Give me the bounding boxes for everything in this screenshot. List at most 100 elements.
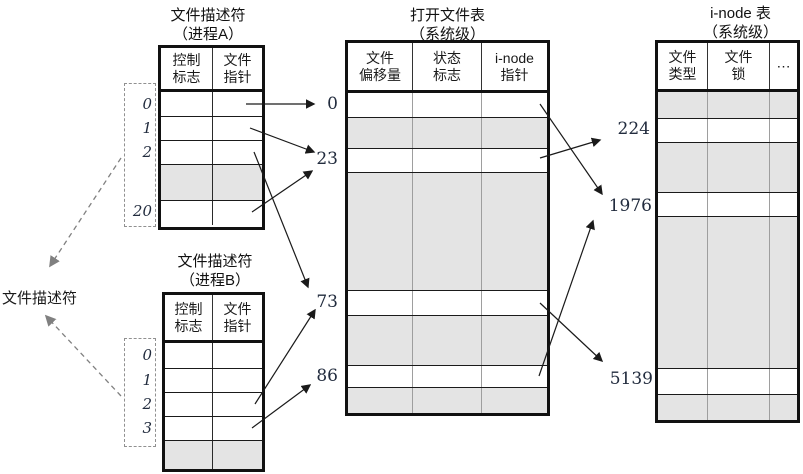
header-text: 指针 [500, 66, 529, 83]
table-cell [161, 117, 213, 140]
table-row [658, 142, 797, 192]
fd-index: 0 [142, 95, 152, 113]
fd-index: 1 [142, 371, 152, 389]
table-cell [482, 316, 547, 365]
table-cell [161, 165, 213, 200]
table-cell [213, 92, 262, 116]
header-text: 文件 [366, 49, 394, 66]
table-header: 控制 标志 文件 指针 [161, 48, 262, 92]
header-inode-pointer: i-node 指针 [482, 43, 547, 90]
table-cell [165, 393, 213, 416]
table-cell [658, 193, 708, 216]
header-text: 偏移量 [359, 66, 401, 83]
inode-table-title-line2: （系统级） [702, 24, 778, 41]
oft-entry-label: 23 [316, 149, 338, 169]
table-cell [213, 117, 262, 140]
header-text: 锁 [731, 66, 746, 82]
table-cell [165, 441, 213, 469]
table-cell [213, 141, 262, 164]
table-header: 控制 标志 文件 指针 [165, 295, 262, 343]
table-cell [348, 93, 413, 117]
table-cell [213, 393, 262, 416]
table-cell [708, 143, 770, 192]
header-text: 控制 [174, 300, 203, 317]
inode-number-label: 5139 [609, 369, 653, 389]
header-text: i-node [495, 49, 534, 66]
process-b-title-line1: 文件描述符 [177, 253, 253, 270]
table-cell [770, 369, 797, 394]
process-b-title: 文件描述符 （进程B） [140, 252, 290, 290]
table-cell [161, 201, 213, 225]
table-cell [482, 149, 547, 172]
table-cell [482, 388, 547, 413]
table-cell [482, 118, 547, 148]
table-cell [658, 143, 708, 192]
header-text: ⋯ [776, 57, 791, 74]
table-cell [413, 118, 482, 148]
table-cell [658, 395, 708, 420]
table-cell [658, 369, 708, 394]
table-row [161, 140, 262, 164]
table-cell [348, 173, 413, 290]
table-cell [161, 92, 213, 116]
table-cell [770, 193, 797, 216]
table-row [161, 200, 262, 225]
table-cell [770, 119, 797, 142]
table-cell [348, 118, 413, 148]
inode-table: 文件 类型 文件 锁 ⋯ [655, 40, 800, 423]
table-row [165, 392, 262, 416]
header-file-type: 文件 类型 [658, 43, 708, 89]
table-cell [348, 316, 413, 365]
process-a-fd-index-box [124, 83, 156, 227]
table-cell [658, 92, 708, 118]
table-row [658, 216, 797, 368]
table-cell [213, 201, 262, 225]
table-row [658, 394, 797, 420]
header-file-pointer: 文件 指针 [213, 295, 262, 340]
fd-index: 3 [142, 419, 152, 437]
header-text: 标志 [172, 68, 201, 85]
process-a-title: 文件描述符 （进程A） [133, 6, 283, 44]
fd-index: 0 [142, 346, 152, 364]
table-row [161, 92, 262, 116]
header-control-flags: 控制 标志 [165, 295, 213, 340]
table-cell [770, 143, 797, 192]
table-cell [348, 366, 413, 387]
table-cell [658, 119, 708, 142]
table-row [165, 368, 262, 392]
header-control-flags: 控制 标志 [161, 48, 213, 89]
file-descriptor-label: 文件描述符 [2, 290, 78, 307]
table-cell [213, 343, 262, 368]
process-b-fd-table: 控制 标志 文件 指针 [162, 292, 265, 472]
inode-number-label: 224 [617, 119, 650, 139]
table-cell [708, 217, 770, 368]
fd-index: 2 [142, 143, 152, 161]
header-text: 文件 [223, 300, 252, 317]
open-file-table-title-line2: （系统级） [409, 26, 485, 43]
table-row [348, 315, 547, 365]
header-text: 指针 [223, 68, 252, 85]
table-cell [770, 92, 797, 118]
table-cell [413, 388, 482, 413]
table-row [348, 93, 547, 117]
header-text: 类型 [668, 66, 697, 82]
oft-entry-label: 86 [316, 366, 338, 386]
table-cell [413, 316, 482, 365]
table-cell [658, 217, 708, 368]
inode-table-title-line1: i-node 表 [710, 5, 771, 22]
inode-table-title: i-node 表 （系统级） [668, 4, 803, 42]
table-cell [708, 395, 770, 420]
table-row [161, 164, 262, 200]
fd-index: 20 [132, 202, 152, 220]
table-cell [482, 93, 547, 117]
process-a-fd-table: 控制 标志 文件 指针 [158, 45, 265, 230]
dashed-arrow-b-box-to-label [44, 314, 122, 397]
process-a-title-line2: （进程A） [172, 26, 243, 43]
table-cell [708, 119, 770, 142]
table-cell [770, 217, 797, 368]
open-file-table: 文件 偏移量 状态 标志 i-node 指针 [345, 40, 550, 416]
header-text: 文件 [223, 51, 252, 68]
table-row [161, 116, 262, 140]
header-text: 标志 [433, 66, 461, 83]
